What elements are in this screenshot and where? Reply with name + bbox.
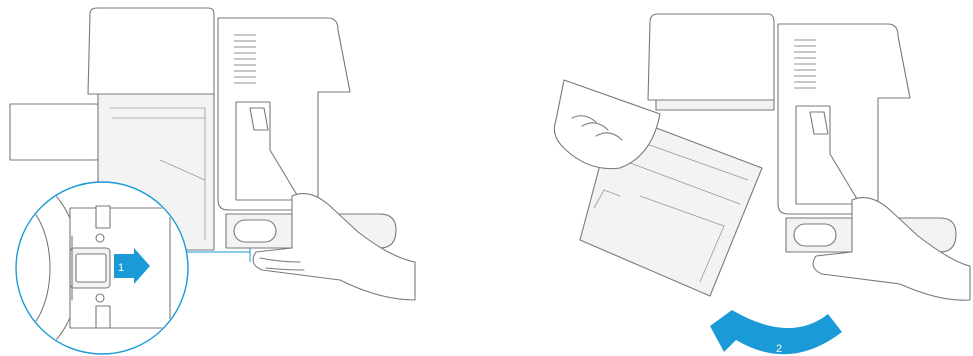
step-2-label: 2: [776, 343, 782, 355]
release-button-shape: [234, 220, 276, 242]
vacuum-right: 2: [554, 14, 970, 355]
step-1-label: 1: [118, 262, 124, 274]
